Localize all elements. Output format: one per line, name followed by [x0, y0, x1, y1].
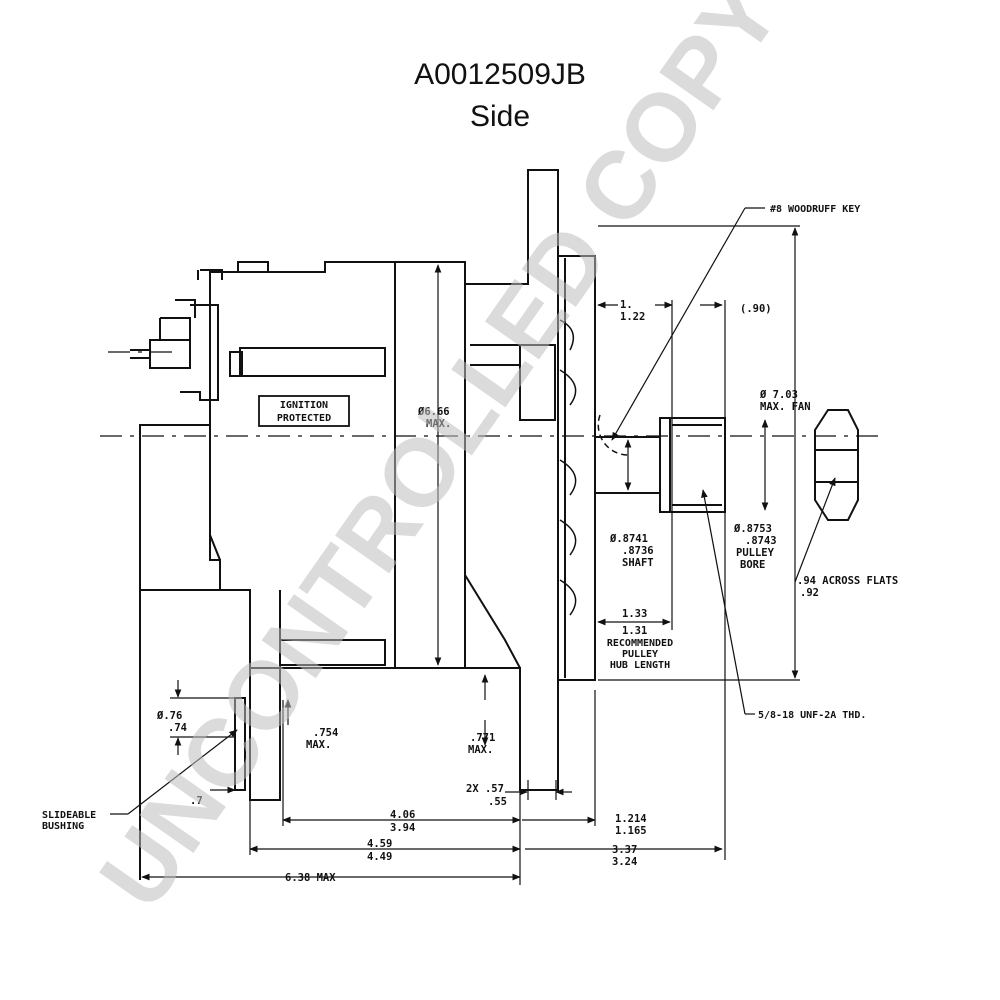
dim-shaft-label: SHAFT — [622, 557, 654, 569]
dim-406-upper: 4.06 — [390, 809, 415, 821]
slideable-bushing-label-2: BUSHING — [42, 821, 84, 832]
pulley-hub-label-3: HUB LENGTH — [610, 660, 670, 671]
dim-hub-lower: 1.31 — [622, 625, 647, 637]
part-number-title: A0012509JB — [414, 58, 586, 91]
woodruff-key-label: #8 WOODRUFF KEY — [770, 204, 860, 215]
leader-lines — [110, 207, 836, 815]
dim-754-max: MAX. — [306, 739, 331, 751]
view-subtitle: Side — [469, 100, 531, 133]
center-lines — [100, 351, 880, 437]
dim-337-upper: 3.37 — [612, 844, 637, 856]
dim-07: .7 — [190, 795, 203, 807]
dimension-lines — [141, 225, 800, 885]
ignition-label-line2: PROTECTED — [277, 413, 331, 424]
dim-bore-upper: Ø.8753 — [733, 523, 772, 535]
dim-bore-label-2: BORE — [740, 559, 765, 571]
dim-337-lower: 3.24 — [612, 856, 637, 868]
dim-dia-703-max-fan: MAX. FAN — [760, 401, 811, 413]
ignition-protected-box — [258, 395, 350, 427]
thread-label: 5/8-18 UNF-2A THD. — [758, 710, 866, 721]
dim-hub-upper: 1.33 — [622, 608, 647, 620]
uncontrolled-copy-watermark: UNCONTROLLED COPY — [80, 0, 801, 927]
dim-dia-076-upper: Ø.76 — [156, 710, 182, 722]
dim-flats-lower: .92 — [800, 587, 819, 599]
dim-057-lower: .55 — [488, 796, 507, 808]
dim-459-upper: 4.59 — [367, 838, 392, 850]
pulley-hub-label-2: PULLEY — [622, 649, 658, 660]
dim-771-max: MAX. — [468, 744, 493, 756]
ignition-label-line1: IGNITION — [280, 400, 328, 411]
dim-dia-666: Ø6.66 — [417, 406, 450, 418]
dim-bore-label-1: PULLEY — [736, 547, 775, 559]
dim-1214-upper: 1.214 — [615, 813, 647, 825]
dim-122-lower: 1.22 — [620, 311, 645, 323]
dim-122-upper: 1. — [620, 299, 633, 311]
dim-638-max: 6.38 MAX — [285, 872, 336, 884]
fan-blades — [559, 319, 577, 616]
dim-1214-lower: 1.165 — [615, 825, 647, 837]
dim-459-lower: 4.49 — [367, 851, 392, 863]
dim-057-upper: 2X .57 — [466, 783, 504, 795]
dim-dia-703: Ø 7.03 — [759, 389, 798, 401]
dim-406-lower: 3.94 — [390, 822, 415, 834]
alternator-outline — [130, 169, 859, 880]
dim-bore-lower: .8743 — [745, 535, 777, 547]
dim-shaft-lower: .8736 — [622, 545, 654, 557]
pulley-hub-label-1: RECOMMENDED — [607, 638, 673, 649]
dim-shaft-upper: Ø.8741 — [609, 533, 648, 545]
dim-090: (.90) — [740, 303, 772, 315]
woodruff-key-hidden-outline — [597, 414, 631, 456]
dim-flats-upper: .94 ACROSS FLATS — [797, 575, 898, 587]
dim-dia-666-max: MAX. — [426, 418, 451, 430]
dim-754-upper: .754 — [313, 727, 338, 739]
slideable-bushing-label-1: SLIDEABLE — [42, 810, 96, 821]
dim-771-upper: .771 — [470, 732, 495, 744]
dim-dia-076-lower: .74 — [168, 722, 187, 734]
